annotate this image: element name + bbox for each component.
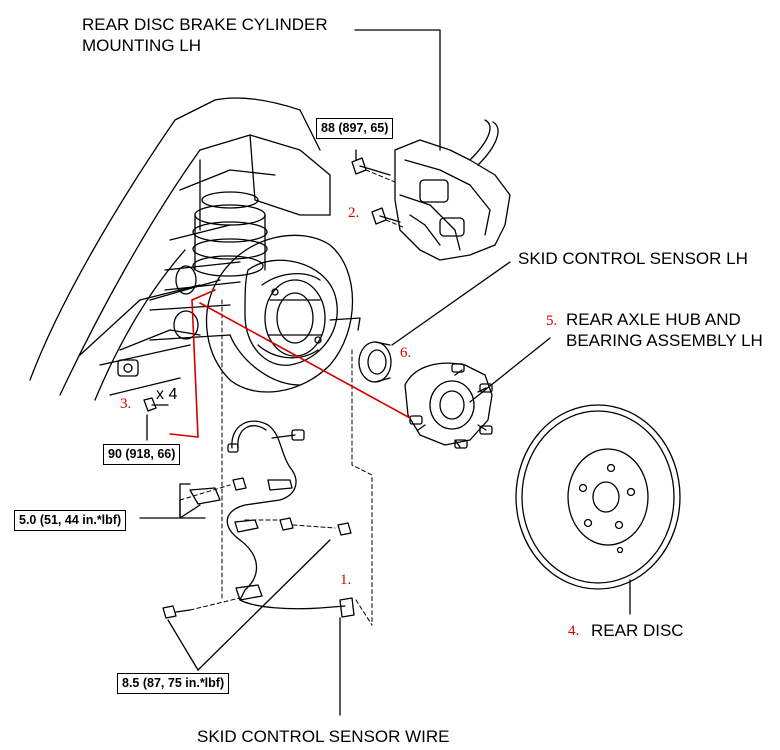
axle-beam-drawing	[149, 261, 241, 341]
sensor-ring-drawing	[358, 341, 392, 383]
sensor-wire-drawing	[189, 420, 355, 618]
hub-label-line1: REAR AXLE HUB AND	[566, 310, 741, 329]
step-number-2: 2.	[348, 205, 360, 221]
caliper-label-line2: MOUNTING LH	[82, 36, 201, 55]
step-number-3: 3.	[120, 396, 132, 412]
wire-bolts-drawing	[162, 477, 352, 619]
rear-disc-drawing	[515, 404, 681, 590]
hub-bolt-drawing	[143, 397, 169, 412]
coil-spring-drawing	[192, 191, 268, 277]
torque-hub-bolt: 90 (918, 66)	[103, 444, 181, 465]
sensor-wire-label: SKID CONTROL SENSOR WIRE	[197, 727, 450, 746]
step-number-5: 5.	[546, 313, 558, 329]
red-highlight-lines	[169, 289, 411, 438]
caliper-drawing	[394, 119, 511, 261]
vehicle-body-drawing	[29, 97, 331, 401]
backing-plate-drawing	[205, 234, 361, 393]
rear-disc-label: REAR DISC	[591, 621, 684, 640]
caliper-label: REAR DISC BRAKE CYLINDER MOUNTING LH	[82, 14, 328, 56]
skid-sensor-label: SKID CONTROL SENSOR LH	[518, 249, 748, 268]
bolt-quantity: x 4	[156, 386, 178, 403]
step-number-4: 4.	[568, 623, 580, 639]
torque-caliper-bolt: 88 (897, 65)	[316, 118, 394, 139]
hub-label-line2: BEARING ASSEMBLY LH	[566, 331, 763, 350]
step-number-6: 6.	[400, 345, 412, 361]
caliper-label-line1: REAR DISC BRAKE CYLINDER	[82, 15, 328, 34]
torque-bracket-bolt: 5.0 (51, 44 in.*lbf)	[14, 510, 127, 531]
axle-hub-drawing	[404, 362, 493, 449]
alignment-lines	[179, 169, 406, 626]
hub-label: REAR AXLE HUB AND BEARING ASSEMBLY LH	[566, 309, 763, 351]
step-number-1: 1.	[340, 572, 352, 588]
leader-lines	[139, 29, 631, 716]
torque-wire-bolt: 8.5 (87, 75 in.*lbf)	[117, 673, 230, 694]
